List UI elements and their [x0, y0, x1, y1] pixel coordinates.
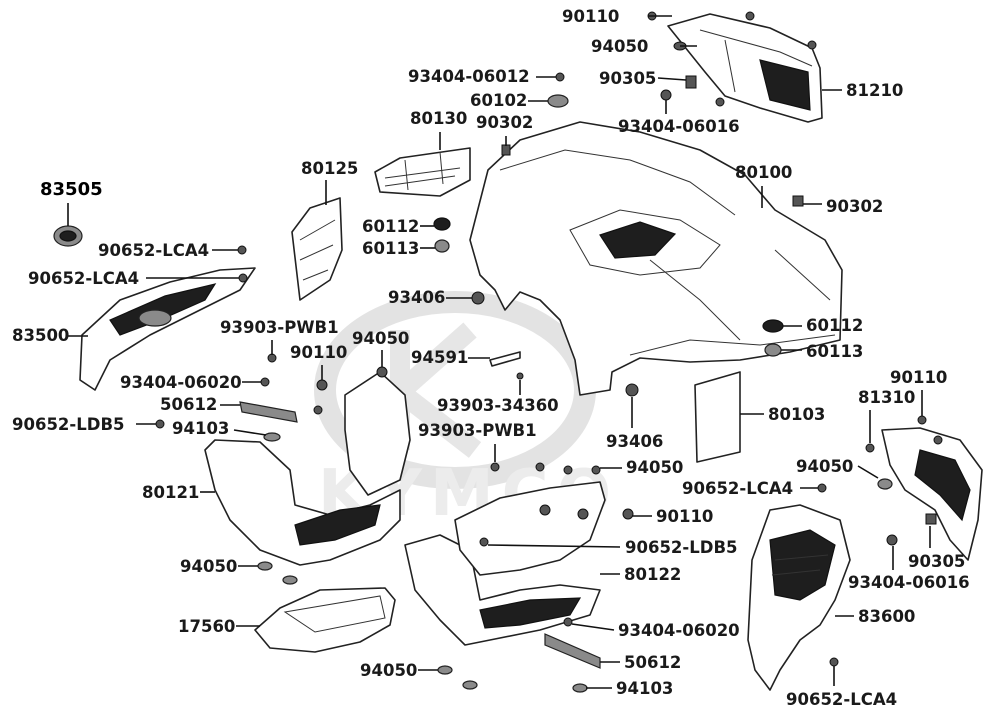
callout-label-17560: 17560	[178, 617, 235, 636]
callout-label-90305: 90305	[908, 552, 965, 571]
callout-label-80122: 80122	[624, 565, 681, 584]
callout-label-80125: 80125	[301, 159, 358, 178]
callout-label-90110: 90110	[562, 7, 619, 26]
callout-label-94103: 94103	[616, 679, 673, 698]
part-50612-step-rail-lower	[544, 633, 601, 669]
callout-label-80100: 80100	[735, 163, 792, 182]
part-83600-front-cover	[747, 504, 851, 691]
part-83500-front-cover	[79, 267, 256, 391]
callout-label-60102: 60102	[470, 91, 527, 110]
callout-label-90302: 90302	[826, 197, 883, 216]
callout-label-94591: 94591	[411, 348, 468, 367]
callout-label-93903-34360: 93903-34360	[437, 396, 559, 415]
callout-leaders	[67, 15, 931, 689]
callout-label-94050: 94050	[626, 458, 683, 477]
callout-label-93404-06012: 93404-06012	[408, 67, 530, 86]
callout-label-90305: 90305	[599, 69, 656, 88]
part-81210-rear-flap	[667, 13, 823, 123]
callout-label-60112: 60112	[806, 316, 863, 335]
part-83505-meter	[53, 225, 83, 247]
part-81310-front-flap	[881, 427, 983, 561]
callout-label-60112: 60112	[362, 217, 419, 236]
callout-label-81310: 81310	[858, 388, 915, 407]
callout-label-83600: 83600	[858, 607, 915, 626]
callout-label-83500: 83500	[12, 326, 69, 345]
part-17560-lower-cover	[254, 587, 396, 653]
callout-label-90302: 90302	[476, 113, 533, 132]
leader-line-90652-ldb5	[487, 544, 621, 548]
callout-labels: 90110 94050 93404-06012 90305 81210 60102 9340…	[12, 7, 970, 709]
callout-label-80103: 80103	[768, 405, 825, 424]
callout-label-80121: 80121	[142, 483, 199, 502]
callout-label-90652-ldb5: 90652-LDB5	[625, 538, 738, 557]
callout-label-94050: 94050	[180, 557, 237, 576]
callout-label-83505: 83505	[40, 179, 103, 200]
callout-label-94050: 94050	[591, 37, 648, 56]
callout-label-93903-pwb1: 93903-PWB1	[220, 318, 339, 337]
callout-label-90652-lca4: 90652-LCA4	[98, 241, 209, 260]
part-80103-rear-panel	[694, 371, 741, 463]
callout-label-94103: 94103	[172, 419, 229, 438]
callout-label-90652-ldb5: 90652-LDB5	[12, 415, 125, 434]
part-50612-step-rail-upper	[239, 401, 298, 423]
callout-label-93406: 93406	[606, 432, 663, 451]
part-94591-plate	[489, 351, 521, 367]
callout-label-81210: 81210	[846, 81, 903, 100]
leader-line-94050	[857, 465, 879, 479]
callout-label-60113: 60113	[362, 239, 419, 258]
callout-label-94050: 94050	[352, 329, 409, 348]
leader-line-93404-06020	[571, 623, 615, 631]
part-80122-right-footboard	[404, 481, 606, 646]
callout-label-90110: 90110	[890, 368, 947, 387]
callout-label-94050: 94050	[796, 457, 853, 476]
callout-label-94050: 94050	[360, 661, 417, 680]
callout-label-93404-06016: 93404-06016	[618, 117, 740, 136]
callout-label-93404-06020: 93404-06020	[120, 373, 242, 392]
callout-label-50612: 50612	[624, 653, 681, 672]
callout-label-90652-lca4: 90652-LCA4	[682, 479, 793, 498]
leader-line-94103	[233, 429, 267, 436]
callout-label-90110: 90110	[656, 507, 713, 526]
callout-label-60113: 60113	[806, 342, 863, 361]
callout-label-90652-lca4: 90652-LCA4	[28, 269, 139, 288]
callout-label-90110: 90110	[290, 343, 347, 362]
callout-label-93404-06020: 93404-06020	[618, 621, 740, 640]
callout-label-80130: 80130	[410, 109, 467, 128]
callout-label-90652-lca4: 90652-LCA4	[786, 690, 897, 709]
callout-label-93406: 93406	[388, 288, 445, 307]
part-80130-tray	[374, 147, 471, 197]
leader-line-90305	[657, 77, 687, 81]
callout-label-93404-06016: 93404-06016	[848, 573, 970, 592]
callout-label-50612: 50612	[160, 395, 217, 414]
callout-label-93903-pwb1: 93903-PWB1	[418, 421, 537, 440]
part-80121-left-footboard	[204, 371, 411, 566]
part-80100-rear-fender	[469, 121, 843, 396]
part-80125-side-panel	[291, 197, 343, 301]
